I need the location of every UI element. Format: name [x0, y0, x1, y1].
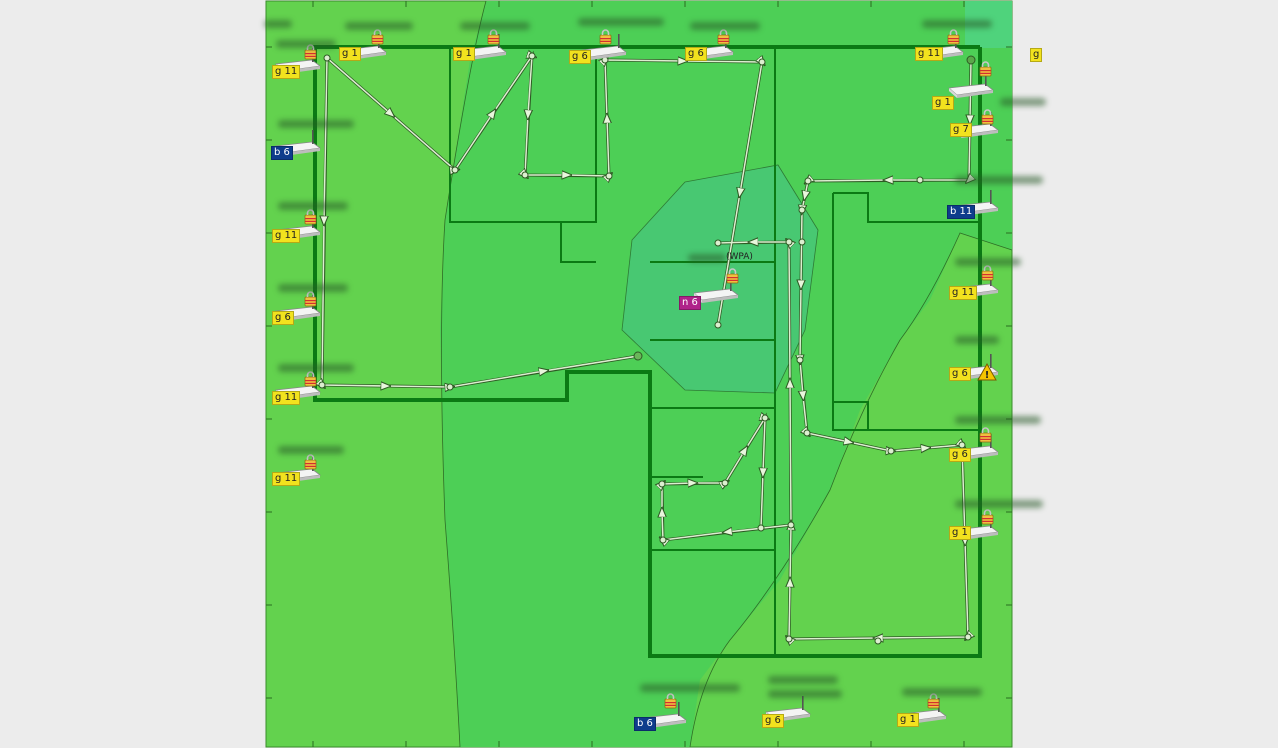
- ap-badge[interactable]: g 11: [272, 229, 301, 243]
- svg-text:!: !: [985, 370, 990, 381]
- blurred-ssid: [690, 22, 760, 30]
- ap-badge[interactable]: b 6: [271, 146, 293, 160]
- blurred-ssid: [578, 18, 664, 26]
- blurred-ssid: [345, 22, 413, 30]
- path-end-point: [633, 351, 643, 361]
- blurred-ssid: [955, 500, 1043, 508]
- blurred-ssid: [768, 676, 838, 684]
- ap-badge[interactable]: g 11: [272, 65, 301, 79]
- blurred-ssid: [768, 690, 842, 698]
- ap-badge[interactable]: g 6: [949, 367, 971, 381]
- ap-badge[interactable]: g 1: [339, 47, 361, 61]
- blurred-ssid: [278, 446, 344, 454]
- blurred-ssid: [955, 258, 1021, 266]
- ap-badge-focus[interactable]: n 6: [679, 296, 701, 310]
- blurred-ssid: [902, 688, 982, 696]
- ap-badge[interactable]: g 6: [762, 714, 784, 728]
- warning-icon: [977, 362, 997, 381]
- ap-badge[interactable]: g 6: [685, 47, 707, 61]
- ap-badge[interactable]: g 6: [949, 448, 971, 462]
- blurred-ssid: [955, 176, 1043, 184]
- blurred-ssid: [955, 416, 1041, 424]
- ap-badge[interactable]: b 11: [947, 205, 976, 219]
- blurred-ssid: [278, 284, 348, 292]
- blurred-ssid: [278, 120, 354, 128]
- blurred-ssid: [276, 40, 336, 48]
- blurred-ssid: [278, 202, 348, 210]
- blurred-ssid: [688, 254, 726, 262]
- ap-badge[interactable]: g 11: [915, 47, 944, 61]
- blurred-ssid: [955, 336, 999, 344]
- ap-badge[interactable]: b 6: [634, 717, 656, 731]
- blurred-ssid: [278, 364, 354, 372]
- ap-badge[interactable]: g 6: [272, 311, 294, 325]
- blurred-ssid: [640, 684, 740, 692]
- blurred-ssid: [460, 22, 530, 30]
- ap-badge[interactable]: g 1: [897, 713, 919, 727]
- ap-badge[interactable]: g 1: [932, 96, 954, 110]
- ap-badge[interactable]: g 11: [272, 391, 301, 405]
- ap-badge[interactable]: g 11: [949, 286, 978, 300]
- path-waypoints: [318, 52, 976, 645]
- ap-badge[interactable]: g 11: [272, 472, 301, 486]
- blurred-ssid: [264, 20, 292, 28]
- blurred-ssid: [922, 20, 992, 28]
- ap-badge[interactable]: g 1: [949, 526, 971, 540]
- offmap-ap-badge[interactable]: g: [1030, 48, 1043, 62]
- blurred-ssid: [1000, 98, 1046, 106]
- focus-ap-security-label: (WPA): [726, 252, 753, 262]
- ap-badge[interactable]: g 7: [950, 123, 972, 137]
- ap-badge[interactable]: g 1: [453, 47, 475, 61]
- ap-badge[interactable]: g 6: [569, 50, 591, 64]
